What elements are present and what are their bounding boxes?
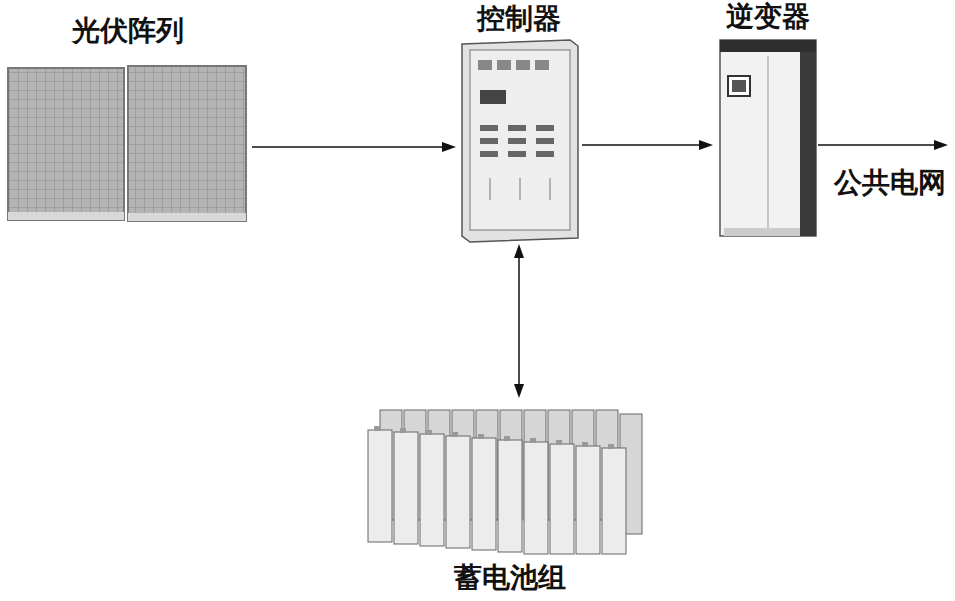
controller-cabinet [462, 40, 578, 242]
inverter: 逆变器 [715, 0, 820, 238]
flow-arrow [582, 140, 713, 150]
battery-bank: 蓄电池组 [355, 400, 665, 597]
part-title: 控制器 [477, 2, 561, 36]
grid-arrow [818, 140, 948, 150]
grid-label: 公共电网 [834, 166, 946, 200]
inverter-cabinet [720, 40, 816, 236]
battery-bank [368, 410, 642, 554]
controller: 控制器 [458, 2, 580, 242]
part-title: 逆变器 [726, 0, 810, 34]
solar-panel [8, 66, 246, 221]
part-title: 蓄电池组 [454, 561, 566, 595]
part-title: 光伏阵列 [72, 14, 184, 48]
flow-arrow [514, 244, 524, 398]
flow-arrow [252, 142, 456, 152]
solar-array: 光伏阵列 [5, 14, 250, 224]
